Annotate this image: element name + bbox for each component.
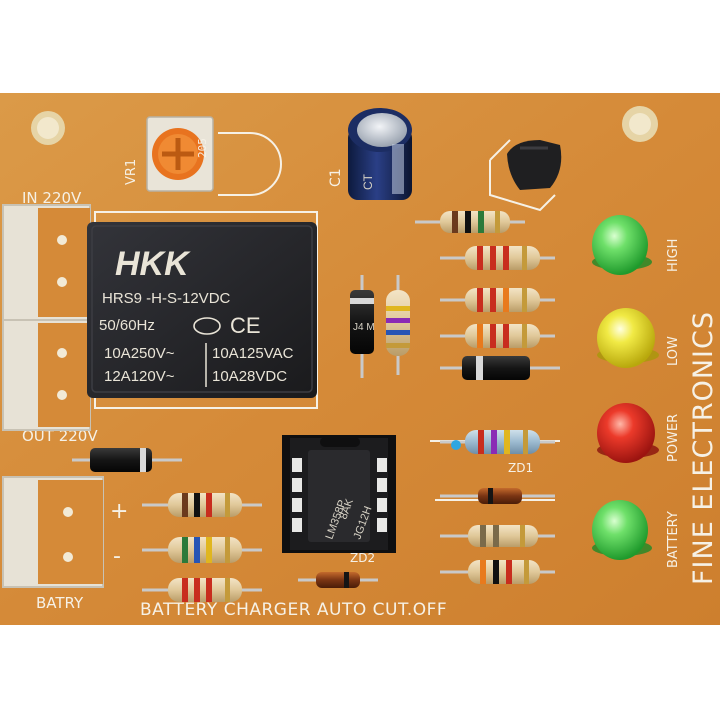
- mounting-hole-right: [622, 106, 658, 142]
- relay-ce-mark: CE: [230, 313, 261, 338]
- board-title: BATTERY CHARGER AUTO CUT.OFF: [140, 600, 447, 620]
- ic-lm358: LM358P 8AK JG12H: [308, 450, 375, 542]
- terminal-in-220v: [2, 204, 91, 321]
- relay: HKK HRS9 -H-S-12VDC 50/60Hz CE 10A250V~ …: [87, 222, 317, 398]
- led-power-red: [597, 403, 659, 463]
- zd1-label: ZD1: [508, 461, 533, 475]
- zd2-label: ZD2: [350, 551, 375, 565]
- resistor-10: [440, 560, 555, 584]
- electrolytic-capacitor: CT: [348, 108, 412, 200]
- relay-rating-4: 10A28VDC: [212, 368, 287, 385]
- led-low-yellow: [597, 308, 659, 368]
- led-battery-green: [592, 500, 652, 560]
- resistor-5: [142, 493, 262, 517]
- brand-label: FINE ELECTRONICS: [688, 311, 719, 585]
- mounting-hole-left: [31, 111, 65, 145]
- rectifier-diode-left: [72, 448, 182, 472]
- batry-label: BATRY: [36, 594, 84, 612]
- potentiometer-marking: 205: [196, 138, 209, 158]
- resistor-7: [142, 578, 262, 602]
- terminal-out-220v: [2, 319, 91, 431]
- led-low-label: LOW: [666, 336, 681, 366]
- relay-rating-2: 12A120V~: [104, 368, 175, 385]
- vr1-label: VR1: [124, 159, 139, 185]
- led-high-green: [592, 215, 652, 275]
- c1-label: C1: [328, 168, 344, 187]
- transistor: [507, 140, 562, 190]
- relay-rating-3: 10A125VAC: [212, 345, 294, 362]
- minus-label: -: [113, 544, 121, 569]
- zener-diode-zd2: [298, 572, 378, 588]
- diode-marking: J4 M: [353, 322, 375, 333]
- zener-diode-zd1: [440, 488, 555, 504]
- led-battery-label: BATTERY: [666, 511, 681, 568]
- terminal-battery: [2, 476, 104, 588]
- out-220v-label: OUT 220V: [22, 427, 98, 445]
- resistor-3: [440, 288, 555, 312]
- plus-label: +: [110, 499, 128, 524]
- resistor-6: [142, 537, 262, 563]
- in-220v-label: IN 220V: [22, 189, 82, 207]
- trimmer-potentiometer: 205: [146, 116, 214, 192]
- vertical-diode: J4 M: [350, 275, 375, 378]
- led-high-label: HIGH: [666, 239, 681, 272]
- resistor-2: [440, 246, 555, 270]
- relay-brand: HKK: [115, 245, 191, 283]
- vertical-resistor: [386, 275, 410, 375]
- relay-rating-1: 10A250V~: [104, 345, 175, 362]
- relay-approval-icon: [193, 317, 221, 335]
- resistor-1: [415, 211, 525, 233]
- led-power-label: POWER: [666, 414, 681, 462]
- capacitor-marking: CT: [361, 173, 375, 190]
- rectifier-diode-right: [440, 356, 560, 380]
- resistor-4: [440, 324, 555, 348]
- resistor-9: [440, 525, 555, 547]
- relay-frequency: 50/60Hz: [99, 317, 155, 334]
- relay-model: HRS9 -H-S-12VDC: [102, 290, 231, 307]
- resistor-8: [440, 430, 555, 454]
